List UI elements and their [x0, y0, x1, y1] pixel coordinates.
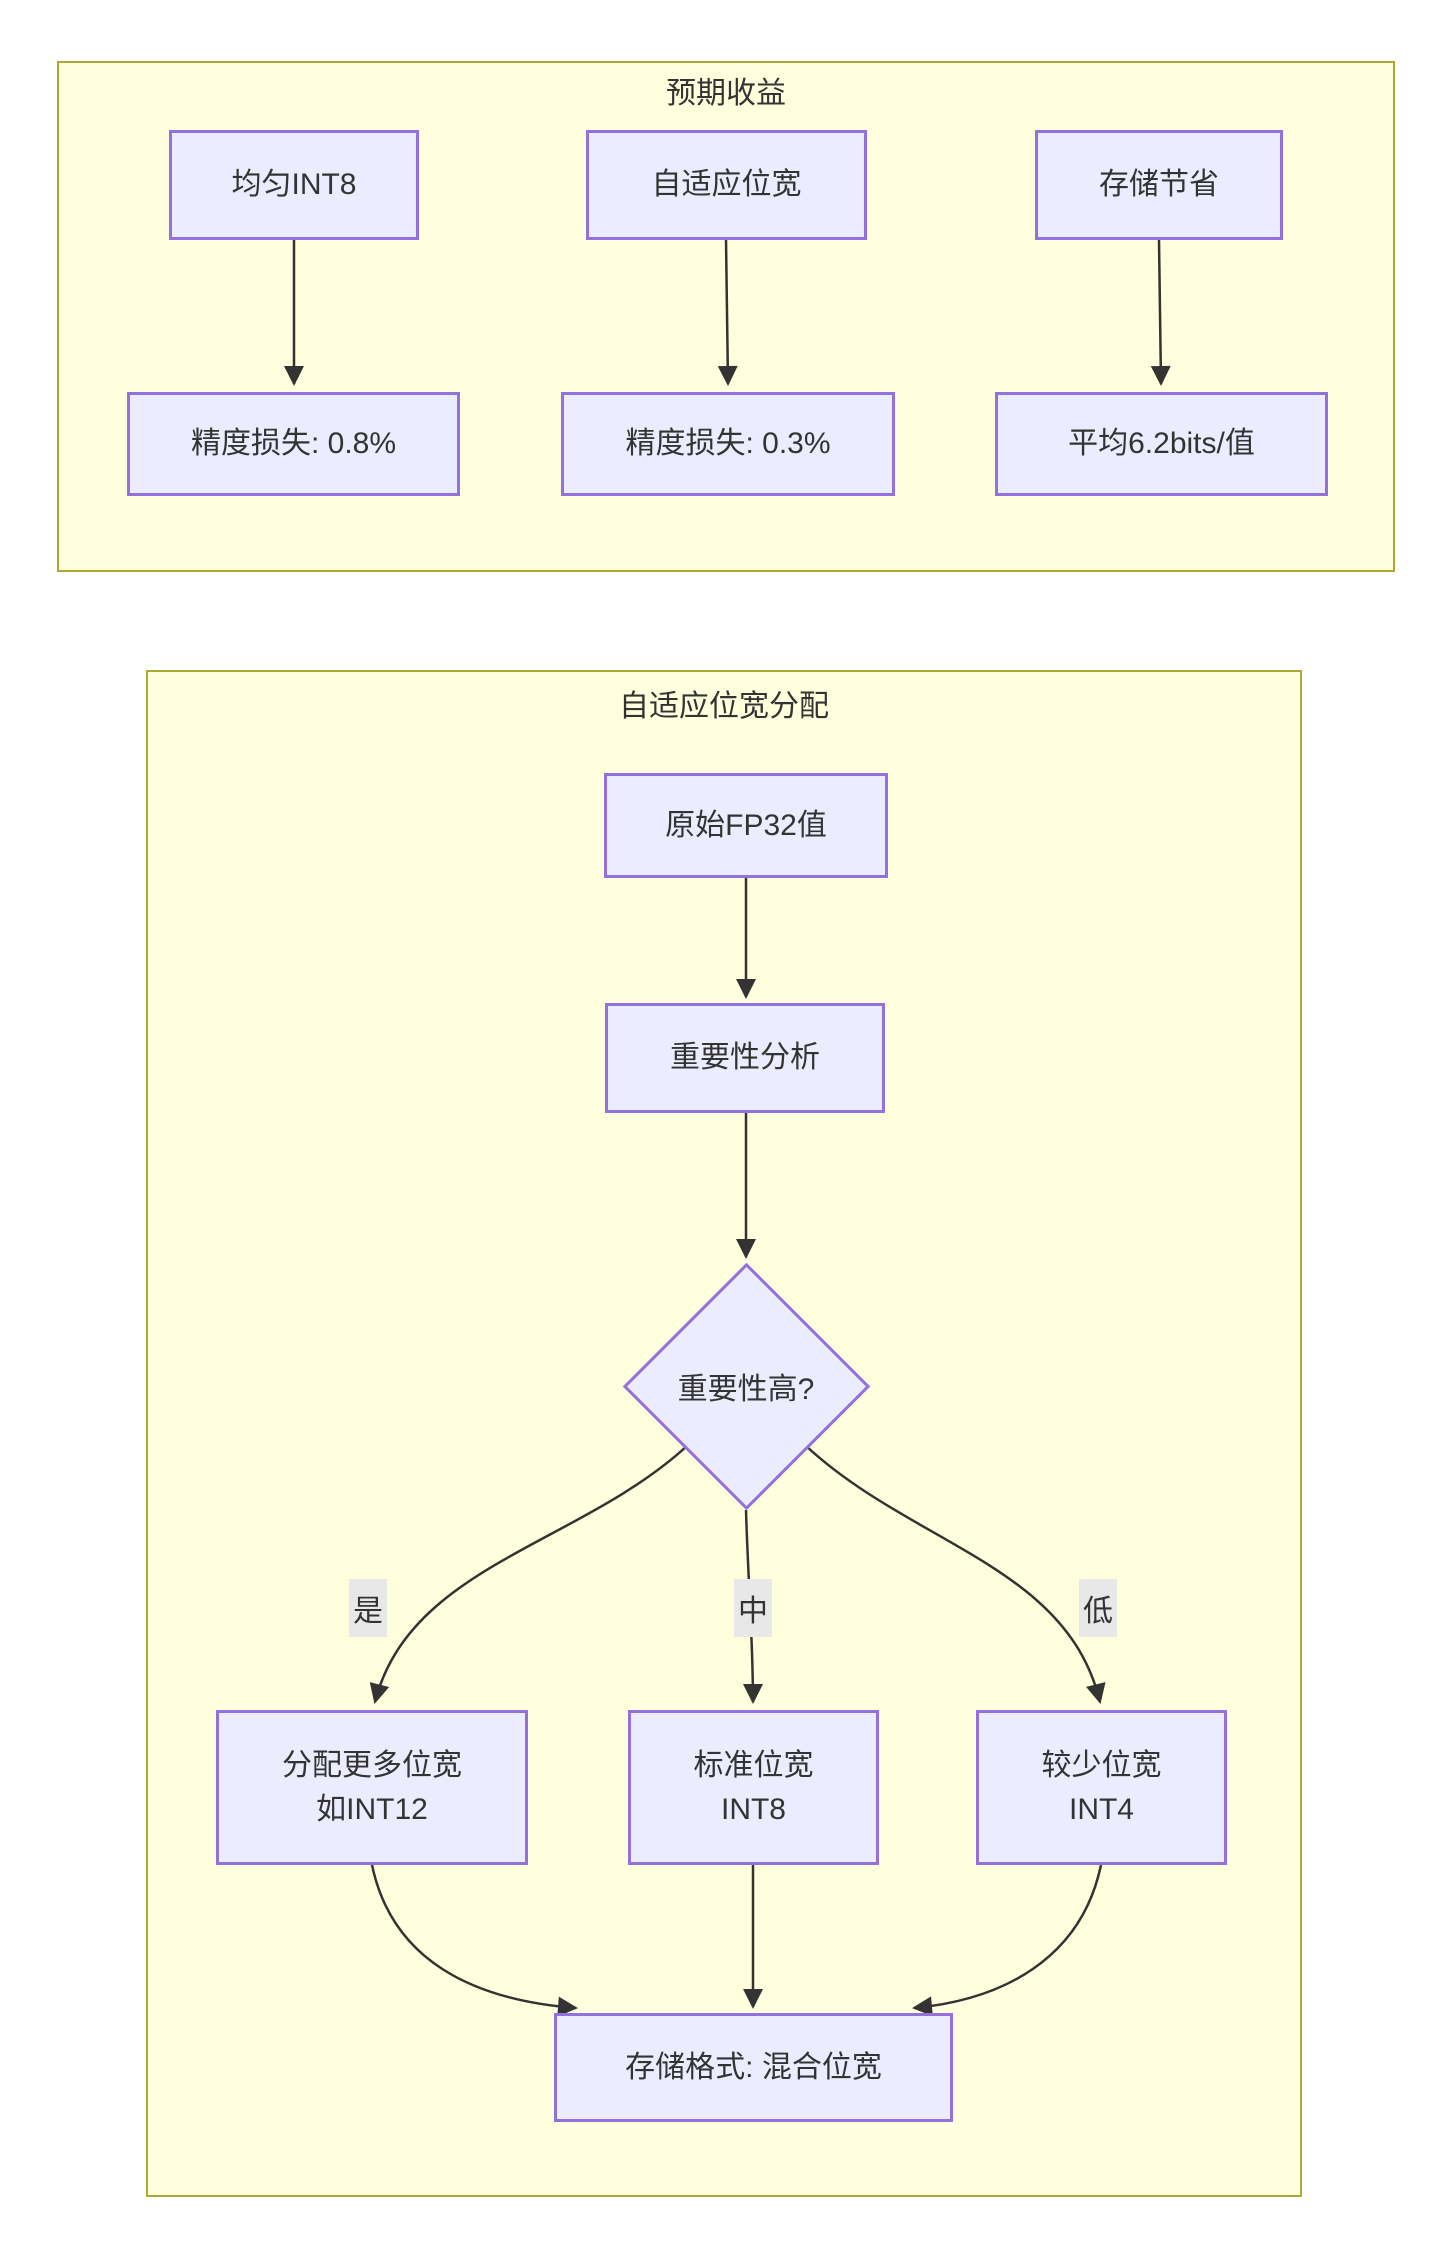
node-fp32-label: 原始FP32值 — [665, 808, 827, 842]
edge-label-high: 是 — [349, 1579, 387, 1637]
node-avg-bits-label: 平均6.2bits/值 — [1068, 427, 1255, 461]
edge-label-medium: 中 — [734, 1579, 772, 1637]
node-standard-bitwidth-line2: INT8 — [720, 1792, 786, 1826]
node-mixed-storage: 存储格式: 混合位宽 — [554, 2013, 953, 2122]
node-adaptive-bitwidth: 自适应位宽 — [586, 130, 867, 240]
node-adaptive-loss: 精度损失: 0.3% — [561, 392, 895, 496]
node-high-bitwidth-line2: 如INT12 — [316, 1792, 428, 1826]
node-avg-bits: 平均6.2bits/值 — [995, 392, 1328, 496]
decision-diamond-label: 重要性高? — [677, 1373, 815, 1406]
node-importance-analysis: 重要性分析 — [605, 1003, 885, 1113]
node-adaptive-loss-label: 精度损失: 0.3% — [625, 427, 831, 461]
node-low-bitwidth: 较少位宽 INT4 — [976, 1710, 1227, 1865]
node-low-bitwidth-line1: 较少位宽 — [1041, 1749, 1162, 1782]
node-uniform-int8: 均匀INT8 — [169, 130, 419, 240]
node-importance-analysis-label: 重要性分析 — [670, 1041, 820, 1075]
node-standard-bitwidth-line1: 标准位宽 — [693, 1749, 814, 1782]
node-storage-saving-label: 存储节省 — [1099, 168, 1219, 202]
node-fp32: 原始FP32值 — [604, 773, 888, 878]
benefits-title: 预期收益 — [666, 77, 786, 110]
node-high-bitwidth: 分配更多位宽 如INT12 — [216, 1710, 528, 1865]
node-standard-bitwidth: 标准位宽 INT8 — [628, 1710, 879, 1865]
node-uniform-int8-label: 均匀INT8 — [231, 168, 357, 202]
node-adaptive-bitwidth-label: 自适应位宽 — [651, 168, 802, 202]
allocation-title: 自适应位宽分配 — [619, 690, 829, 723]
node-high-bitwidth-line1: 分配更多位宽 — [282, 1749, 462, 1782]
edge-label-low: 低 — [1079, 1579, 1117, 1637]
node-mixed-storage-label: 存储格式: 混合位宽 — [625, 2050, 882, 2084]
node-storage-saving: 存储节省 — [1035, 130, 1283, 240]
node-uniform-loss-label: 精度损失: 0.8% — [190, 427, 397, 461]
node-uniform-loss: 精度损失: 0.8% — [127, 392, 460, 496]
node-low-bitwidth-line2: INT4 — [1068, 1792, 1134, 1826]
